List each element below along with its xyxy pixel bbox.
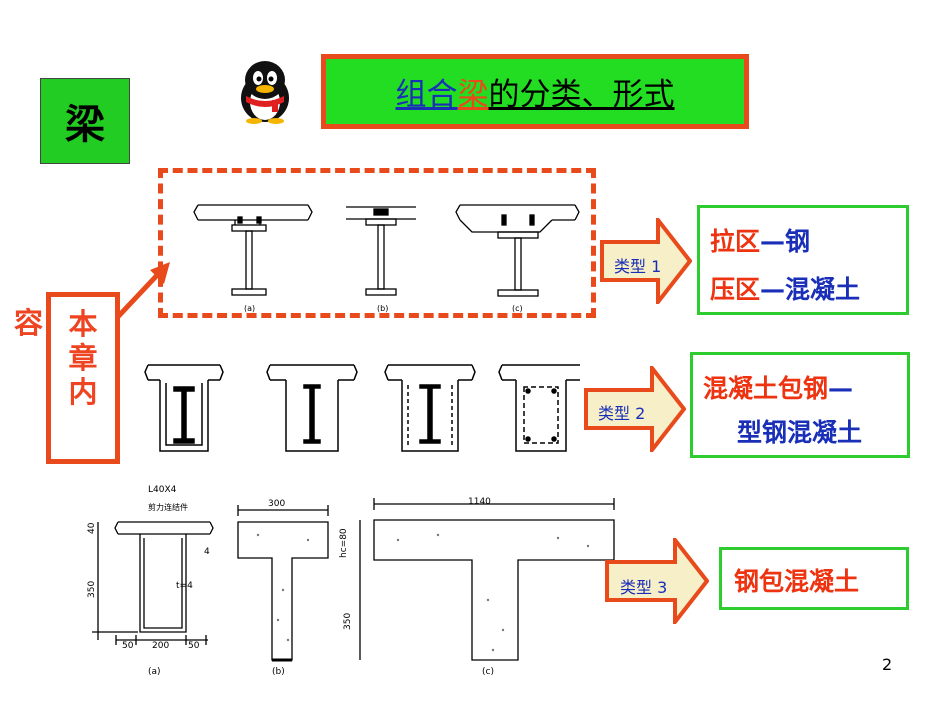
type1-line-1: 拉区—钢 [710, 227, 811, 256]
dim-hc: hc=80 [339, 528, 349, 558]
type3-label: 类型 3 [620, 578, 668, 597]
scope-char-1: 本 [68, 307, 98, 341]
row1-caption-a: (a) [244, 304, 255, 313]
type3-result-box: 钢包混凝土 [719, 547, 909, 610]
row3-caption-b: (b) [272, 667, 285, 677]
type2-result-box: 混凝土包钢— 型钢混凝土 [690, 352, 910, 458]
scope-char-3: 内 [68, 375, 98, 409]
dim-bottom-mid: 200 [152, 641, 169, 651]
type2-line-2: 型钢混凝土 [737, 418, 863, 447]
type2-arrow [584, 366, 686, 452]
penguin-icon [241, 61, 289, 124]
type3-line-1: 钢包混凝土 [734, 567, 860, 596]
type2-label: 类型 2 [598, 404, 646, 423]
dim-bottom-left: 50 [122, 641, 134, 651]
row1-caption-c: (c) [512, 304, 523, 313]
slide-title-box: 组合梁的分类、形式 [321, 54, 749, 129]
type3-section-drawings: L40X4 剪力连结件 40 350 4 t=4 50 200 50 300 1… [87, 485, 615, 677]
title-part-3: 的分类、形式 [488, 77, 675, 113]
connector-label: 剪力连结件 [148, 502, 188, 512]
type1-label: 类型 1 [614, 257, 662, 276]
section-tag-label: 梁 [65, 102, 105, 148]
angle-label: L40X4 [148, 485, 177, 495]
type1-result-box: 拉区—钢 压区—混凝土 [697, 205, 909, 315]
dim-bottom-right: 50 [188, 641, 200, 651]
chapter-scope-frame [158, 168, 596, 318]
dim-4: 4 [204, 547, 210, 557]
row1-caption-b: (b) [377, 304, 388, 313]
title-part-1: 组合 [395, 77, 458, 113]
dim-350: 350 [87, 581, 97, 598]
scope-pointer-arrow [111, 262, 170, 324]
scope-side-char: 容 [14, 306, 44, 340]
dim-1140: 1140 [468, 497, 491, 507]
type1-line-2: 压区—混凝土 [710, 275, 861, 304]
type2-line-1: 混凝土包钢— [703, 374, 854, 403]
slide-title: 组合梁的分类、形式 [396, 69, 675, 114]
type1-section-drawings: (a) (b) (c) [193, 204, 580, 313]
dim-40: 40 [87, 522, 97, 534]
row3-caption-a: (a) [148, 667, 161, 677]
dim-350b: 350 [343, 613, 353, 630]
chapter-scope-box: 本 章 内 [46, 292, 120, 464]
section-tag: 梁 [40, 78, 130, 164]
dim-300: 300 [268, 499, 285, 509]
title-part-2: 梁 [457, 77, 489, 113]
row3-caption-c: (c) [482, 667, 494, 677]
page-number: 2 [882, 655, 893, 674]
type1-arrow [600, 218, 692, 304]
thickness-label: t=4 [176, 581, 193, 591]
type3-arrow [605, 538, 709, 624]
scope-char-2: 章 [68, 341, 98, 375]
type2-section-drawings [144, 364, 580, 452]
